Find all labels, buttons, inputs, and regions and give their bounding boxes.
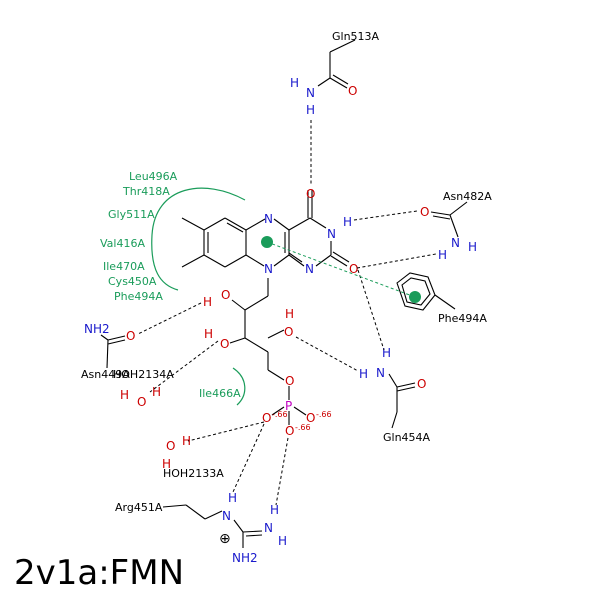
gln513-h2: H <box>306 103 315 117</box>
phosphate-o3-charge: -.66 <box>295 423 311 432</box>
arg451-label: Arg451A <box>115 501 163 514</box>
asn482-o: O <box>420 205 429 219</box>
hoh2133-h2: H <box>162 457 171 471</box>
hoh2133-o: O <box>166 439 175 453</box>
ring-n3-h: H <box>343 215 352 229</box>
hydrophobic-thr418: Thr418A <box>122 185 170 198</box>
asn482-residue <box>430 201 468 238</box>
phosphate-o2-charge: -.66 <box>316 410 332 419</box>
arg451-ne-h: H <box>228 491 237 505</box>
arg451-nh1-h1: H <box>270 503 279 517</box>
gln513-o: O <box>348 84 357 98</box>
hydrophobic-phe494: Phe494A <box>114 290 163 303</box>
ribityl-o3-h: H <box>204 327 213 341</box>
phosphate-o1-charge: -.66 <box>272 410 288 419</box>
ring-n1: N <box>305 262 314 276</box>
arg451-ne: N <box>222 509 231 523</box>
asn449-residue <box>100 334 126 369</box>
hydrophobic-ile470: Ile470A <box>103 260 145 273</box>
gln454-label: Gln454A <box>383 431 431 444</box>
phe494-ring <box>396 272 456 311</box>
gln454-residue <box>388 373 416 429</box>
asn482-h2: H <box>468 240 477 254</box>
gln513-h1: H <box>290 76 299 90</box>
gln513-n: N <box>306 86 315 100</box>
hoh2133-label: HOH2133A <box>163 467 224 480</box>
gln454-n: N <box>376 366 385 380</box>
arg451-plus-charge: ⊕ <box>219 531 231 547</box>
ring-n3: N <box>327 227 336 241</box>
phosphate-o3: O <box>285 424 294 438</box>
hydrophobic-gly511: Gly511A <box>108 208 155 221</box>
arg451-residue <box>162 504 263 548</box>
ring-n5: N <box>264 212 273 226</box>
page-title: 2v1a:FMN <box>14 553 184 593</box>
hydrophobic-arc-flavin <box>151 187 246 291</box>
asn449-label: Asn449A <box>81 368 130 381</box>
asn482-label: Asn482A <box>443 190 492 203</box>
hoh2133-h1: H <box>182 434 191 448</box>
hoh2134-h2: H <box>152 385 161 399</box>
asn482-n: N <box>451 236 460 250</box>
ribityl-o3: O <box>220 337 229 351</box>
gln513-residue <box>317 39 356 89</box>
phosphate-p: P <box>285 399 292 413</box>
hydrophobic-leu496: Leu496A <box>129 170 178 183</box>
hoh2134-h1: H <box>120 388 129 402</box>
ring-n10: N <box>264 262 273 276</box>
hoh2134-label: HOH2134A <box>113 368 174 381</box>
ring-o4: O <box>306 187 315 201</box>
hoh2134-o: O <box>137 395 146 409</box>
hydrophobic-cys450: Cys450A <box>108 275 157 288</box>
hydrophobic-ile466: Ile466A <box>199 387 241 400</box>
flavin-ring-system <box>181 190 350 425</box>
hydrophobic-arc-ile466 <box>232 367 246 406</box>
hydrogen-bonds <box>137 120 437 506</box>
ring-o2: O <box>349 262 358 276</box>
asn449-o: O <box>126 329 135 343</box>
phosphate-o2: O <box>306 411 315 425</box>
gln513-label: Gln513A <box>332 30 380 43</box>
gln454-h2: H <box>359 367 368 381</box>
arg451-nh1: N <box>264 521 273 535</box>
arg451-nh1-h2: H <box>278 534 287 548</box>
phe494-ring-centroid <box>409 291 421 303</box>
ribityl-o2: O <box>221 288 230 302</box>
ribityl-o4: O <box>284 325 293 339</box>
asn482-h1: H <box>438 248 447 262</box>
ribityl-o5: O <box>285 374 294 388</box>
ribityl-o4-h: H <box>285 307 294 321</box>
ribityl-o2-h: H <box>203 295 212 309</box>
phosphate-o1: O <box>262 411 271 425</box>
gln454-h1: H <box>382 346 391 360</box>
asn449-nh2: NH2 <box>84 322 110 336</box>
arg451-nh2: NH2 <box>232 551 258 565</box>
gln454-o: O <box>417 377 426 391</box>
pi-stacking-line <box>266 241 416 298</box>
hydrophobic-val416: Val416A <box>100 237 145 250</box>
phe494-ring-label: Phe494A <box>438 312 487 325</box>
